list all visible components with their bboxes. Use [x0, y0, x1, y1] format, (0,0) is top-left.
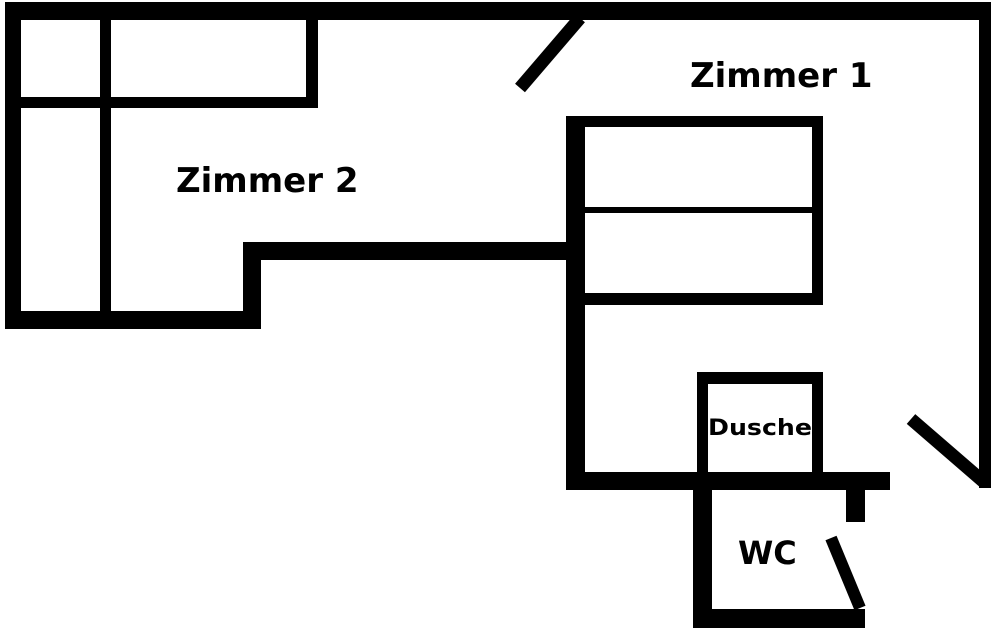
zimmer2-cabinet-side	[306, 20, 318, 108]
dusche-right-wall	[812, 372, 823, 472]
room-label-wc: WC	[738, 534, 797, 572]
zimmer2-bottom-wall	[5, 311, 261, 329]
zimmer2-horizontal-divider	[21, 97, 318, 108]
cabinet-bottom	[585, 293, 823, 305]
room-label-zimmer-1: Zimmer 1	[690, 56, 872, 96]
outer-right-wall	[979, 2, 991, 488]
outer-top-wall	[5, 2, 990, 20]
door-zimmer1	[515, 13, 585, 93]
zimmer2-vertical-divider	[100, 20, 111, 320]
dusche-left-wall	[697, 372, 708, 472]
wc-bottom-wall	[693, 609, 865, 628]
cabinet-top	[566, 116, 823, 127]
zimmer2-step-horizontal	[243, 242, 573, 260]
dusche-top-wall	[697, 372, 823, 384]
central-vertical-wall	[566, 116, 585, 490]
cabinet-right	[812, 116, 823, 305]
wc-stub-wall	[846, 490, 865, 522]
room-label-zimmer-2: Zimmer 2	[176, 161, 358, 201]
cabinet-middle-shelf	[585, 207, 812, 213]
zimmer2-step-vertical	[243, 242, 261, 329]
door-wc	[825, 535, 866, 611]
wc-left-wall	[693, 490, 712, 628]
door-entrance	[906, 414, 990, 488]
outer-left-wall	[5, 2, 21, 328]
bottom-horizontal-wall	[566, 472, 890, 490]
room-label-dusche: Dusche	[708, 416, 812, 441]
